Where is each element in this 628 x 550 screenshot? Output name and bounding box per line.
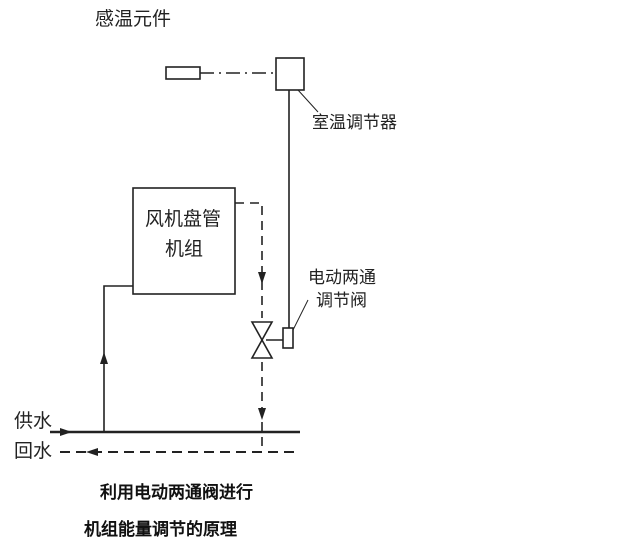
valve-leader bbox=[292, 299, 309, 331]
thermostat-label: 室温调节器 bbox=[312, 113, 397, 133]
caption-line2: 机组能量调节的原理 bbox=[84, 520, 237, 540]
caption-line1: 利用电动两通阀进行 bbox=[100, 483, 253, 503]
fcu-box bbox=[132, 187, 236, 295]
supply-right-arrow bbox=[60, 428, 72, 436]
thermostat-box bbox=[275, 57, 305, 91]
valve-actuator bbox=[282, 327, 294, 349]
sensor-element bbox=[165, 66, 201, 80]
valve-label-line1: 电动两通 bbox=[308, 268, 376, 288]
two-way-valve-lower bbox=[250, 338, 274, 359]
return-down-arrow-1 bbox=[258, 272, 266, 284]
return-left-arrow bbox=[86, 448, 98, 456]
supply-riser bbox=[103, 285, 133, 432]
two-way-valve bbox=[250, 321, 274, 342]
thermostat-leader bbox=[297, 89, 319, 113]
return-label: 回水 bbox=[14, 440, 53, 462]
fcu-return-line bbox=[235, 202, 263, 318]
supply-label: 供水 bbox=[14, 410, 53, 432]
fcu-label-line2: 机组 bbox=[165, 238, 204, 260]
sensor-label: 感温元件 bbox=[95, 8, 172, 30]
valve-label-line2: 调节阀 bbox=[316, 291, 367, 311]
fcu-label-line1: 风机盘管 bbox=[145, 208, 222, 230]
supply-up-arrow bbox=[100, 352, 108, 364]
return-down-arrow-2 bbox=[258, 408, 266, 420]
